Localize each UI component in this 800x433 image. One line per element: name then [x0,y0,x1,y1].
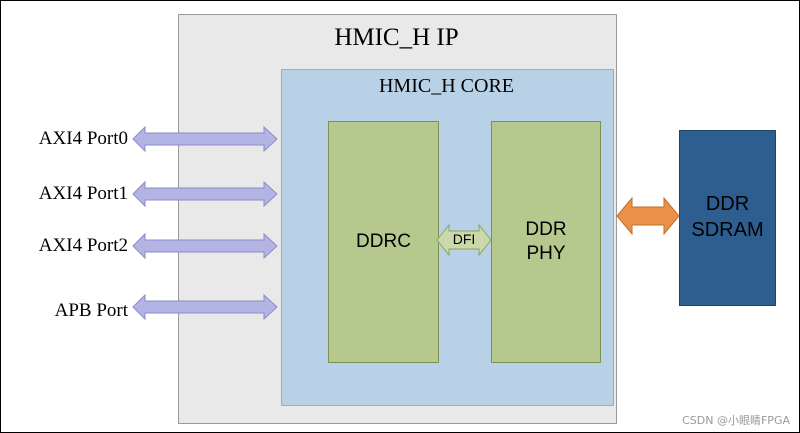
ddr-phy-block: DDR PHY [491,121,601,363]
port1-label: AXI4 Port1 [38,183,128,204]
apb-port-label: APB Port [54,300,128,321]
apb-port-arrow [132,293,278,321]
dfi-arrow [436,223,492,257]
sdram-label-line1: DDR [705,193,750,215]
port1-arrow [132,180,278,208]
ip-title: HMIC_H IP [334,24,459,51]
ddrc-label: DDRC [356,231,411,252]
dfi-label: DFI [452,231,476,247]
phy-label-line2: PHY [526,243,566,264]
watermark: CSDN @小眼睛FPGA [682,414,790,427]
port2-arrow [132,232,278,260]
ddr-link-arrow [616,196,680,236]
port0-arrow [132,125,278,153]
sdram-label-line2: SDRAM [691,219,764,241]
core-title: HMIC_H CORE [378,75,514,97]
phy-label-line1: DDR [525,219,567,240]
port0-label: AXI4 Port0 [38,128,128,149]
ddr-sdram-block: DDR SDRAM [679,130,776,306]
ddrc-block: DDRC [328,121,439,363]
port2-label: AXI4 Port2 [38,235,128,256]
